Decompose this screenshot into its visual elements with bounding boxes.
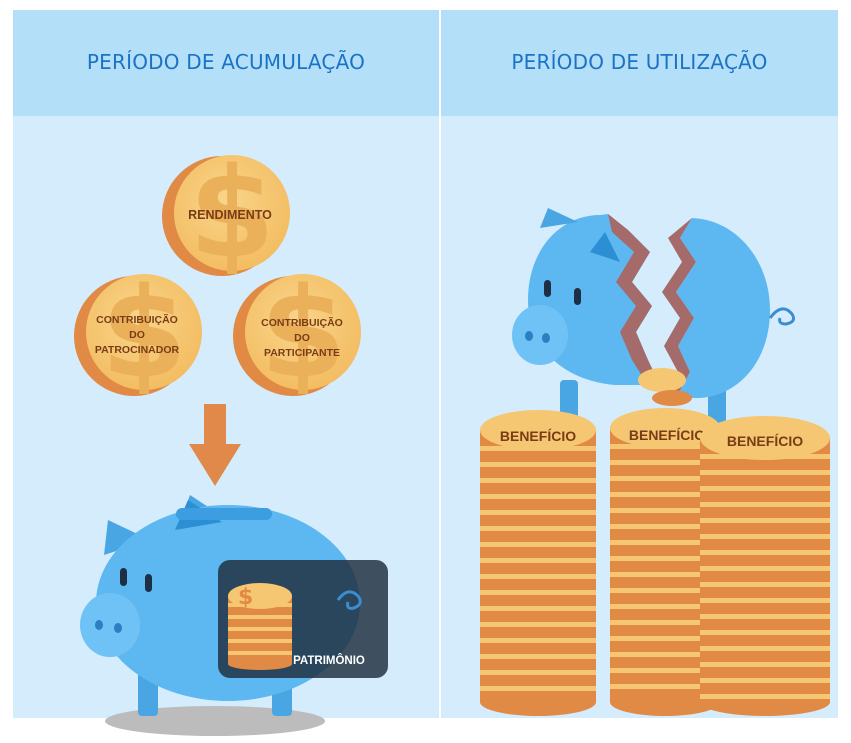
coin-participante-line1: CONTRIBUIÇÃO	[261, 316, 343, 329]
coin-rendimento-label: RENDIMENTO	[188, 208, 272, 222]
coin-patrocinador: $ CONTRIBUIÇÃO DO PATROCINADOR	[74, 262, 202, 406]
utilization-title: PERÍODO DE UTILIZAÇÃO	[511, 50, 768, 74]
dollar-icon: $	[189, 142, 275, 286]
beneficio-label-1: BENEFÍCIO	[500, 428, 576, 444]
coin-patrocinador-line2: DO	[129, 329, 145, 341]
beneficio-label-3: BENEFÍCIO	[727, 433, 803, 449]
patrimonio-label: PATRIMÔNIO	[293, 654, 365, 667]
coin-rendimento: $ RENDIMENTO	[162, 142, 290, 286]
coin-patrocinador-line1: CONTRIBUIÇÃO	[96, 313, 178, 326]
patrimonio-coin-stack: $	[228, 583, 292, 670]
broken-piggy-bank	[512, 208, 795, 430]
accumulation-title: PERÍODO DE ACUMULAÇÃO	[86, 50, 366, 74]
coin-participante-line2: DO	[294, 332, 310, 344]
pig-tail	[336, 590, 362, 610]
piggy-bank: $ PATRIMÔNIO	[80, 495, 388, 736]
eye	[145, 574, 152, 592]
eye	[120, 568, 127, 586]
dollar-icon: $	[260, 262, 346, 406]
coin-patrocinador-line3: PATROCINADOR	[95, 344, 180, 356]
piggy-shadow	[105, 706, 325, 736]
beneficio-stack-3: BENEFÍCIO	[700, 416, 830, 716]
dollar-icon: $	[101, 262, 187, 406]
down-arrow-icon	[189, 404, 241, 486]
accumulation-header: PERÍODO DE ACUMULAÇÃO	[13, 10, 439, 116]
utilization-header: PERÍODO DE UTILIZAÇÃO	[441, 10, 838, 116]
coin-slot	[176, 508, 272, 520]
beneficio-stack-1: BENEFÍCIO	[480, 410, 596, 716]
coin-participante: $ CONTRIBUIÇÃO DO PARTICIPANTE	[233, 262, 361, 406]
pig-tail	[768, 307, 795, 326]
beneficio-label-2: BENEFÍCIO	[629, 427, 705, 443]
coin-participante-line3: PARTICIPANTE	[264, 347, 340, 359]
dollar-icon: $	[238, 585, 253, 610]
